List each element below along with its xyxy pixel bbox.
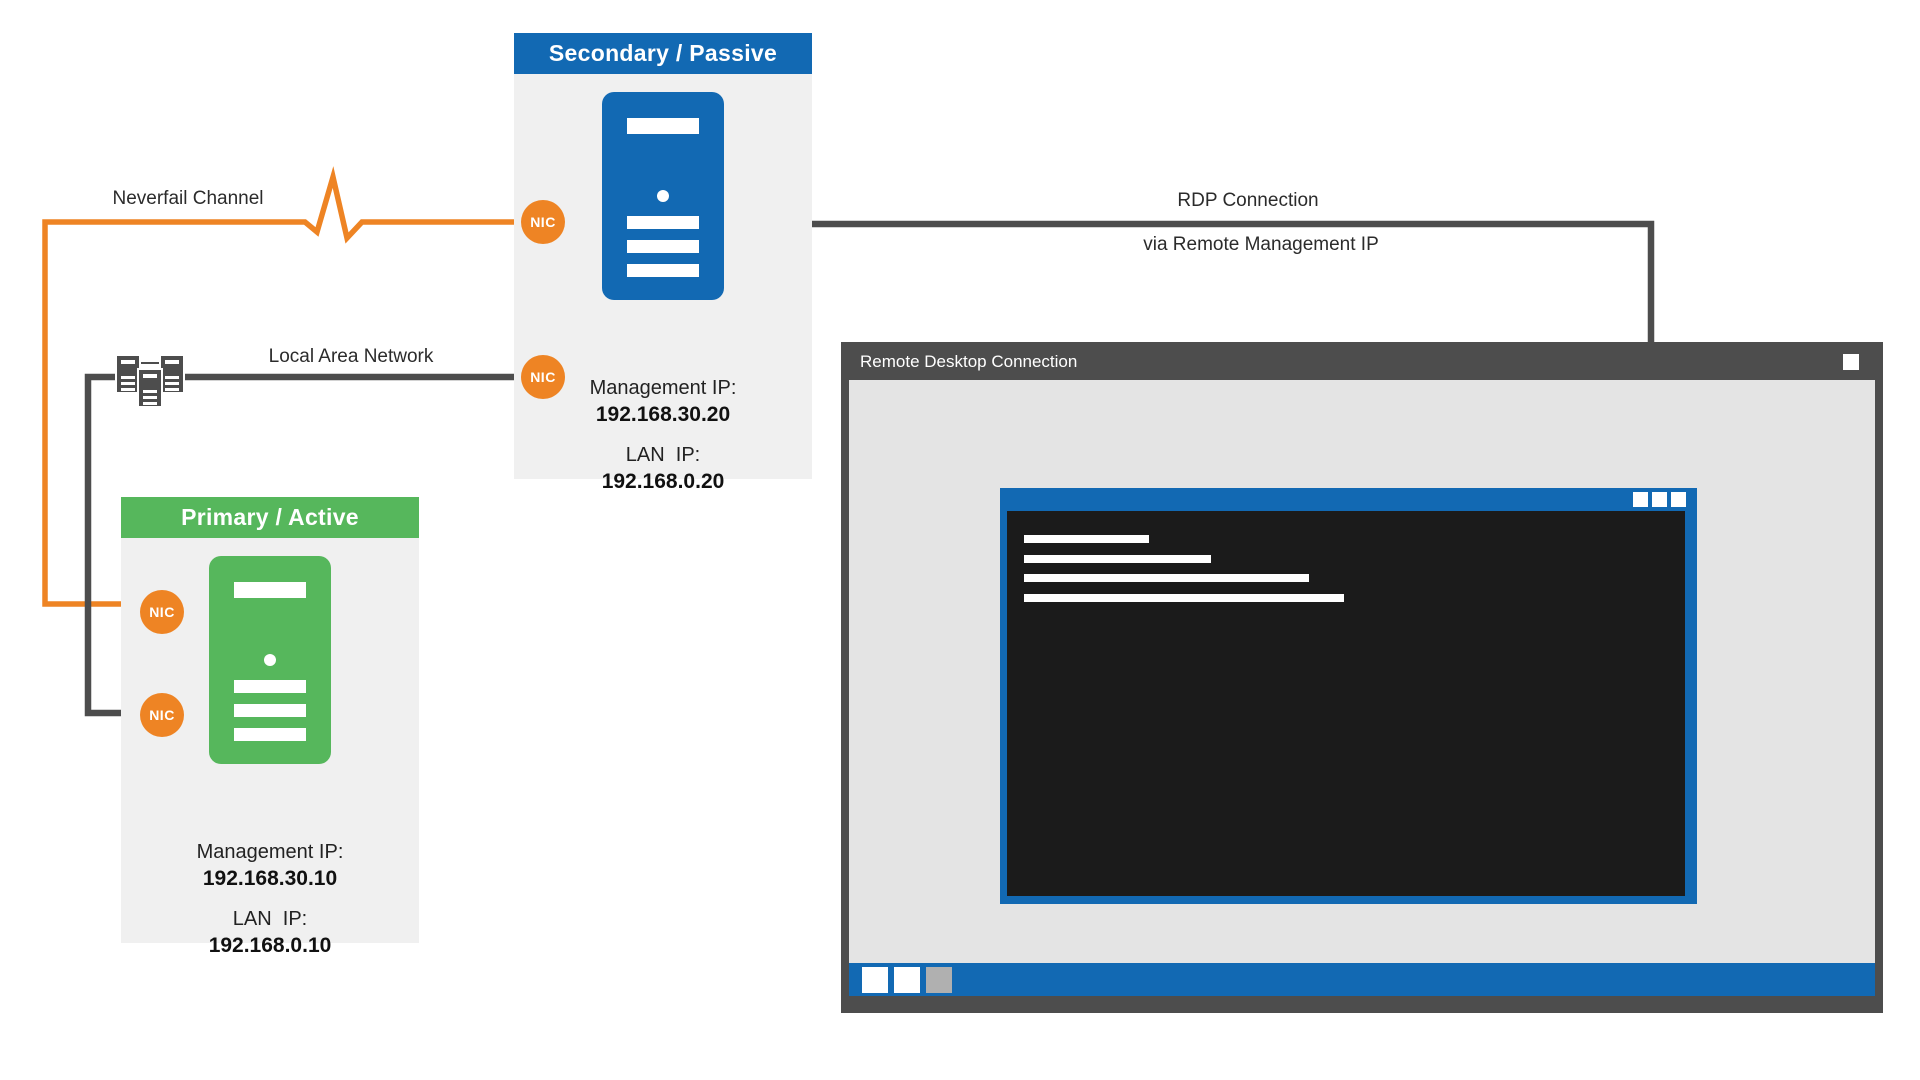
rdp-connection-line bbox=[812, 220, 1655, 345]
secondary-lan-ip-label: LAN IP: bbox=[625, 444, 701, 466]
rdp-window: Remote Desktop Connection bbox=[841, 342, 1883, 1013]
primary-management-ip: 192.168.30.10 bbox=[202, 867, 338, 890]
maximize-icon[interactable] bbox=[1652, 492, 1667, 507]
rdp-connection-sublabel: via Remote Management IP bbox=[1143, 234, 1379, 255]
secondary-lan-ip: 192.168.0.20 bbox=[601, 470, 725, 493]
primary-management-ip-label: Management IP: bbox=[196, 841, 344, 863]
terminal-window bbox=[1000, 488, 1697, 904]
neverfail-channel-label: Neverfail Channel bbox=[112, 188, 264, 209]
taskbar-button[interactable] bbox=[894, 966, 920, 993]
secondary-management-ip-label: Management IP: bbox=[589, 377, 737, 399]
terminal-text-line bbox=[1024, 535, 1149, 543]
terminal-text-line bbox=[1024, 594, 1344, 602]
secondary-body: Management IP: 192.168.30.20 LAN IP: 192… bbox=[514, 74, 812, 493]
nic-badge-secondary-lan: NIC bbox=[521, 355, 565, 399]
secondary-header: Secondary / Passive bbox=[514, 33, 812, 74]
secondary-ip-block: Management IP: 192.168.30.20 LAN IP: 192… bbox=[514, 377, 812, 494]
taskbar-button[interactable] bbox=[926, 966, 952, 993]
terminal-text-line bbox=[1024, 574, 1309, 582]
minimize-icon[interactable] bbox=[1633, 492, 1648, 507]
nic-badge-secondary-channel: NIC bbox=[521, 200, 565, 244]
taskbar bbox=[849, 963, 1875, 996]
rdp-desktop bbox=[849, 380, 1875, 963]
close-icon[interactable] bbox=[1671, 492, 1686, 507]
terminal-content bbox=[1007, 511, 1685, 896]
nic-badge-primary-lan: NIC bbox=[140, 693, 184, 737]
taskbar-button[interactable] bbox=[862, 966, 888, 993]
primary-header: Primary / Active bbox=[121, 497, 419, 538]
terminal-text-line bbox=[1024, 555, 1211, 563]
primary-lan-ip: 192.168.0.10 bbox=[208, 934, 332, 957]
nic-badge-primary-channel: NIC bbox=[140, 590, 184, 634]
close-icon[interactable] bbox=[1843, 354, 1859, 370]
secondary-server-group: Secondary / Passive Management IP: 192.1… bbox=[514, 33, 812, 493]
rdp-connection-label: RDP Connection bbox=[1177, 190, 1319, 211]
secondary-management-ip: 192.168.30.20 bbox=[595, 403, 731, 426]
primary-lan-ip-label: LAN IP: bbox=[232, 908, 308, 930]
network-switch-icon bbox=[115, 354, 185, 408]
server-icon-secondary bbox=[602, 92, 724, 300]
lan-label: Local Area Network bbox=[268, 346, 434, 367]
rdp-window-title: Remote Desktop Connection bbox=[860, 352, 1078, 371]
neverfail-channel-line bbox=[42, 166, 543, 607]
terminal-titlebar bbox=[1000, 488, 1686, 511]
server-icon-primary bbox=[209, 556, 331, 764]
primary-ip-block: Management IP: 192.168.30.10 LAN IP: 192… bbox=[121, 841, 419, 958]
